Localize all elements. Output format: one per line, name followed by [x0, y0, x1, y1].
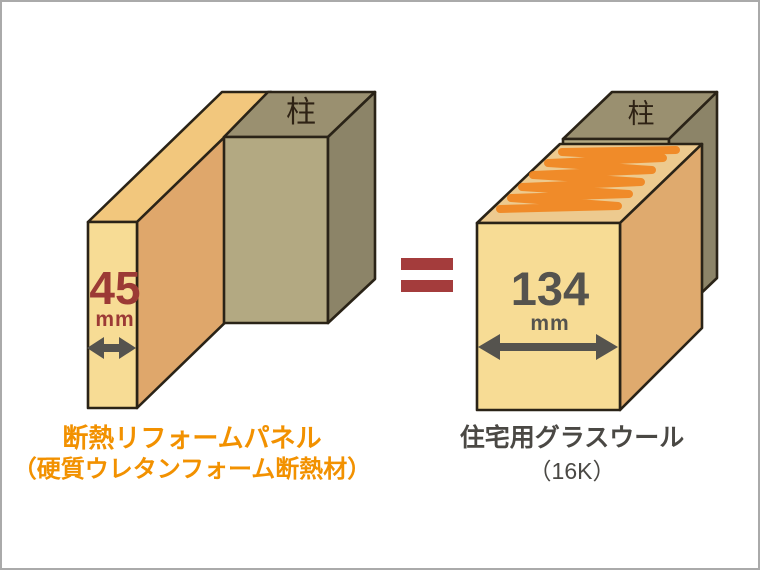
- shapes-group: [86, 90, 719, 412]
- equals-icon: [401, 258, 453, 292]
- panel-front-face: [86, 220, 139, 410]
- glasswool-squiggle-icon: [496, 146, 680, 213]
- thickness-arrow-left-icon: [87, 337, 136, 359]
- equals-top-bar: [401, 258, 453, 270]
- left-caption-line1: 断熱リフォームパネル: [62, 423, 322, 453]
- left-caption-line2: （硬質ウレタンフォーム断熱材）: [12, 456, 372, 483]
- right-thickness-value: 134: [510, 262, 590, 315]
- left-thickness-value: 45: [89, 262, 141, 314]
- wool-front-face: [475, 221, 622, 412]
- equals-bottom-bar: [401, 280, 453, 292]
- left-pillar-front-face: [222, 135, 330, 325]
- left-thickness-unit: mm: [95, 308, 135, 331]
- right-caption-line1: 住宅用グラスウール: [459, 424, 685, 452]
- left-pillar-side-face: [326, 90, 377, 325]
- left-pillar-label: 柱: [286, 96, 316, 129]
- right-pillar-label: 柱: [627, 99, 655, 129]
- right-caption-line2: （16K）: [528, 458, 616, 484]
- thickness-arrow-right-icon: [478, 334, 618, 360]
- right-thickness-unit: mm: [530, 312, 570, 335]
